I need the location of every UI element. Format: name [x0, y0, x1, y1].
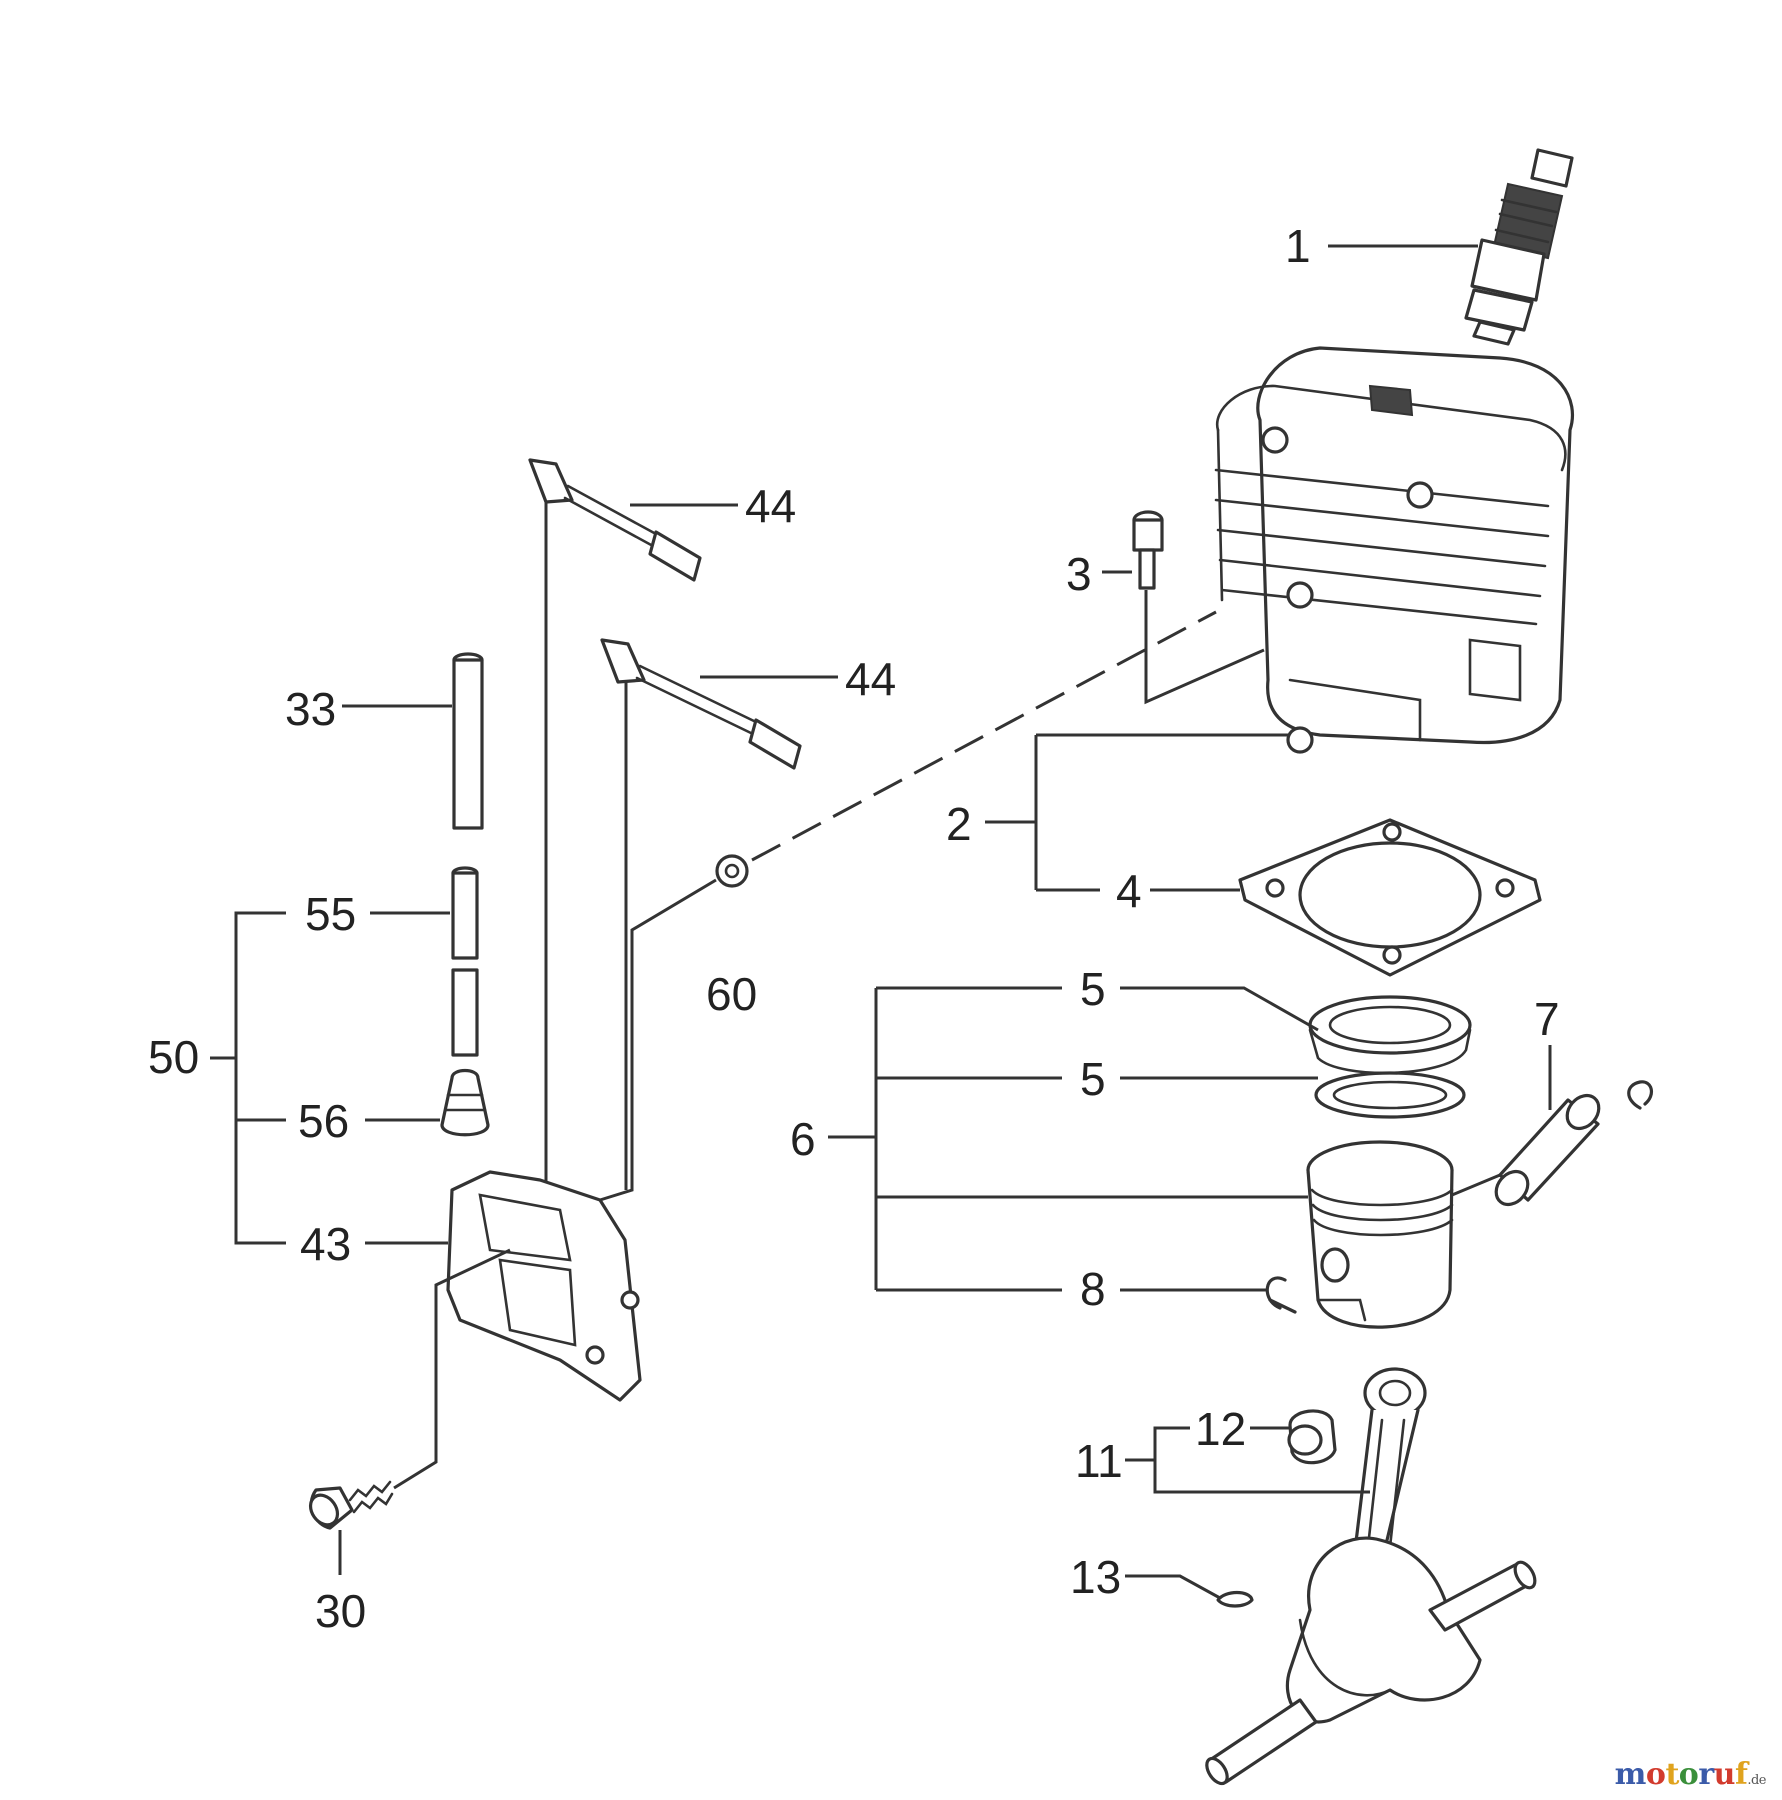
screw-part[interactable]: [305, 1480, 394, 1530]
label-7: 7: [1534, 993, 1560, 1045]
label-12: 12: [1195, 1403, 1246, 1455]
label-60: 60: [706, 968, 757, 1020]
label-3: 3: [1066, 548, 1092, 600]
bracket-50: [234, 911, 286, 1245]
piston-circlip-part[interactable]: [1265, 1276, 1297, 1314]
piston-pin-part[interactable]: [1490, 1089, 1606, 1211]
ignition-coil-part[interactable]: [446, 1170, 642, 1402]
grommet-part[interactable]: [440, 1068, 490, 1137]
label-11: 11: [1075, 1435, 1123, 1487]
piston-part[interactable]: [1306, 1140, 1454, 1329]
piston-ring-part[interactable]: [1308, 995, 1472, 1119]
woodruff-key-part[interactable]: [1216, 1590, 1254, 1608]
label-2: 2: [946, 798, 972, 850]
dashed-line-60-cylinder: [751, 610, 1217, 862]
label-50: 50: [148, 1031, 199, 1083]
label-30: 30: [315, 1585, 366, 1637]
leader-line-13: [1125, 1574, 1221, 1600]
circlip-part[interactable]: [1627, 1080, 1654, 1110]
label-44b: 44: [845, 653, 896, 705]
label-8: 8: [1080, 1263, 1106, 1315]
label-5b: 5: [1080, 1053, 1106, 1105]
leader-line-5a: [1120, 986, 1319, 1032]
nut-part[interactable]: [715, 854, 749, 888]
label-6: 6: [790, 1113, 816, 1165]
ignition-wire-part[interactable]: [528, 458, 702, 582]
label-4: 4: [1116, 865, 1142, 917]
label-44a: 44: [745, 480, 796, 532]
leader-line-3: [1144, 590, 1265, 705]
needle-bearing-part[interactable]: [1287, 1409, 1337, 1465]
watermark-logo: motoruf.de: [1614, 1757, 1767, 1792]
crankshaft-part[interactable]: [1203, 1367, 1539, 1787]
label-13: 13: [1070, 1551, 1121, 1603]
spark-plug-part[interactable]: [1464, 148, 1574, 346]
label-33: 33: [285, 683, 336, 735]
leader-line-30-coil: [393, 1248, 511, 1490]
label-1: 1: [1285, 220, 1311, 272]
cylinder-part[interactable]: [1214, 346, 1575, 754]
tube-part[interactable]: [452, 652, 484, 830]
bracket-11: [1153, 1426, 1370, 1494]
label-43: 43: [300, 1218, 351, 1270]
hose-part[interactable]: [451, 866, 479, 1057]
bolt-part[interactable]: [1132, 510, 1164, 590]
gasket-part[interactable]: [1238, 818, 1542, 977]
label-56: 56: [298, 1095, 349, 1147]
leader-line-60-coil: [599, 878, 717, 1202]
ignition-wire-part-2[interactable]: [600, 638, 802, 770]
label-5a: 5: [1080, 963, 1106, 1015]
label-55: 55: [305, 888, 356, 940]
